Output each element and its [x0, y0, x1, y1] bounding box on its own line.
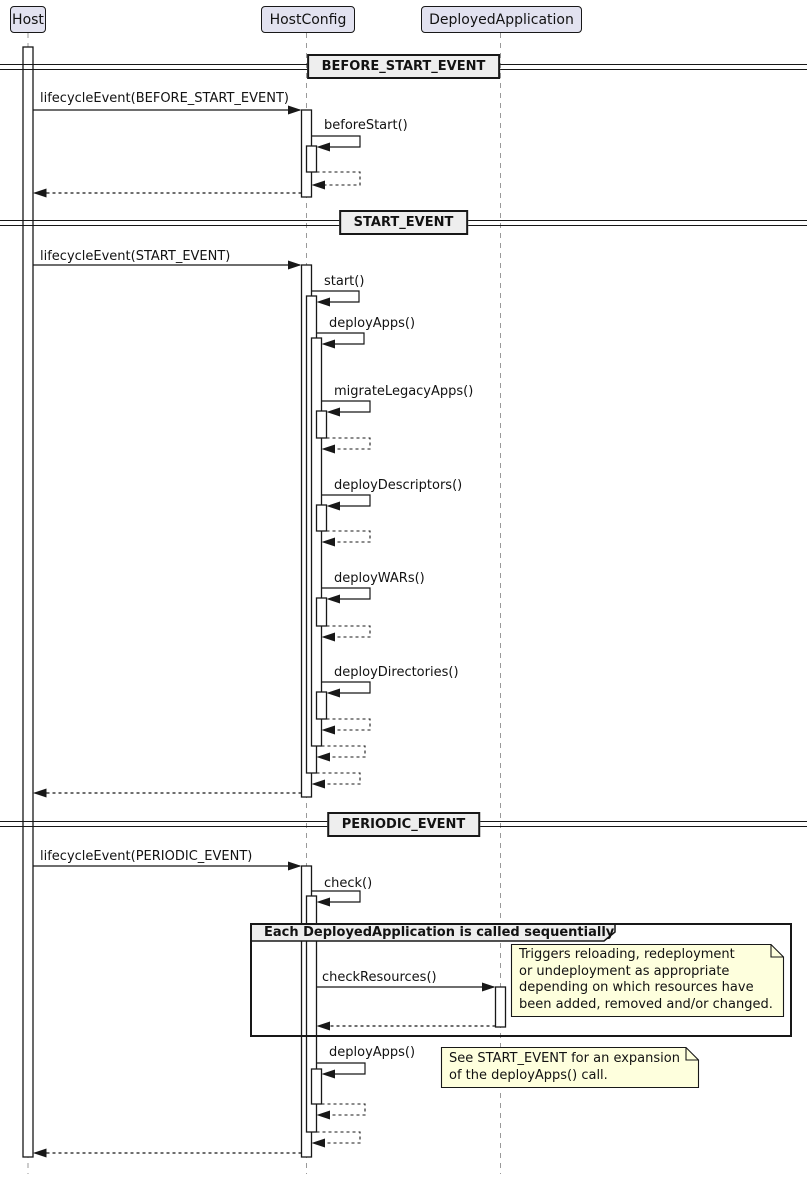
- participant-host: Host: [10, 6, 46, 33]
- arrowhead: [33, 188, 47, 198]
- activation-bar-check: [305, 895, 318, 1133]
- message-lifecycle-start: lifecycleEvent(START_EVENT): [40, 249, 231, 264]
- arrowhead: [326, 501, 340, 511]
- message-beforestart: beforeStart(): [324, 118, 408, 133]
- activation-bar-deploydirectories: [315, 691, 328, 720]
- self-call-deploydescriptors: [321, 494, 371, 507]
- divider-start-event: START_EVENT: [338, 210, 469, 235]
- arrowhead: [288, 260, 302, 270]
- arrowhead: [316, 297, 330, 307]
- self-return-deploydescriptors: [326, 530, 371, 543]
- self-return-deployapps: [321, 745, 366, 758]
- self-call-start: [311, 290, 360, 303]
- message-migratelegacyapps: migrateLegacyApps(): [334, 384, 474, 399]
- divider-periodic-event: PERIODIC_EVENT: [326, 812, 481, 837]
- arrowhead: [482, 982, 496, 992]
- activation-bar-deploywars: [315, 597, 328, 627]
- note-shape-check-resources: [510, 943, 785, 1018]
- arrowhead: [288, 105, 302, 115]
- arrowhead: [326, 594, 340, 604]
- activation-bar-deploydescriptors: [315, 504, 328, 532]
- message-lifecycle-before-start: lifecycleEvent(BEFORE_START_EVENT): [40, 91, 289, 106]
- arrowhead: [33, 1148, 47, 1158]
- arrowhead: [321, 725, 335, 735]
- note-check-resources: Triggers reloading, redeployment or unde…: [519, 947, 773, 1012]
- message-deployapps-periodic: deployApps(): [329, 1045, 416, 1060]
- arrowhead: [321, 632, 335, 642]
- message-deploywars: deployWARs(): [334, 571, 425, 586]
- self-call-deployapps: [316, 332, 365, 345]
- participant-deployedapplication: DeployedApplication: [421, 6, 582, 33]
- activation-bar-host: [22, 46, 34, 1158]
- self-call-deploywars: [321, 587, 371, 600]
- self-call-deployapps-periodic: [316, 1062, 366, 1075]
- activation-bar-deployapps-periodic: [310, 1068, 323, 1105]
- self-return-beforestart: [316, 171, 361, 186]
- arrowhead: [316, 1110, 330, 1120]
- arrowhead: [321, 537, 335, 547]
- message-start: start(): [324, 274, 365, 289]
- note-deploy-apps: See START_EVENT for an expansion of the …: [449, 1051, 680, 1083]
- arrowhead: [316, 142, 330, 152]
- self-return-deploywars: [326, 625, 371, 638]
- activation-bar-deployedapplication: [494, 986, 507, 1028]
- arrowhead: [33, 788, 47, 798]
- self-call-beforestart: [311, 135, 361, 148]
- divider-before-start-event: BEFORE_START_EVENT: [306, 54, 501, 79]
- self-return-check: [316, 1131, 361, 1144]
- activation-bar-beforestart: [305, 145, 318, 173]
- arrowhead: [326, 688, 340, 698]
- self-return-deploydirectories: [326, 718, 371, 731]
- activation-bar-migratelegacyapps: [315, 410, 328, 439]
- note-fold-icon: [685, 1047, 699, 1061]
- activation-bar-deployapps: [310, 337, 323, 747]
- participant-hostconfig: HostConfig: [261, 6, 355, 33]
- self-call-deploydirectories: [321, 681, 371, 694]
- group-box-sequential: [250, 923, 792, 1037]
- arrowhead: [316, 1021, 330, 1031]
- self-return-migratelegacyapps: [326, 437, 371, 450]
- self-return-deployapps-periodic: [321, 1103, 366, 1116]
- participant-hostconfig-label: HostConfig: [269, 11, 347, 28]
- group-box-title: Each DeployedApplication is called seque…: [264, 925, 615, 940]
- arrowhead: [321, 339, 335, 349]
- message-lifecycle-periodic: lifecycleEvent(PERIODIC_EVENT): [40, 849, 253, 864]
- participant-deployedapplication-label: DeployedApplication: [429, 11, 574, 28]
- note-shape-deploy-apps: [440, 1046, 700, 1089]
- arrowhead: [321, 444, 335, 454]
- message-deploydescriptors: deployDescriptors(): [334, 478, 463, 493]
- arrowhead: [326, 407, 340, 417]
- participant-host-label: Host: [12, 11, 44, 28]
- arrowhead: [316, 897, 330, 907]
- arrowhead: [311, 1138, 325, 1148]
- arrowhead: [288, 861, 302, 871]
- arrowhead: [311, 180, 325, 190]
- self-call-check: [311, 890, 361, 903]
- message-check: check(): [324, 876, 373, 891]
- self-return-start: [316, 772, 361, 785]
- message-deploydirectories: deployDirectories(): [334, 665, 459, 680]
- note-fold-icon: [770, 944, 784, 958]
- message-deployapps: deployApps(): [329, 316, 416, 331]
- message-checkresources: checkResources(): [322, 970, 437, 985]
- arrowhead: [316, 752, 330, 762]
- arrowhead: [311, 779, 325, 789]
- arrowhead: [321, 1069, 335, 1079]
- self-call-migratelegacyapps: [321, 400, 371, 413]
